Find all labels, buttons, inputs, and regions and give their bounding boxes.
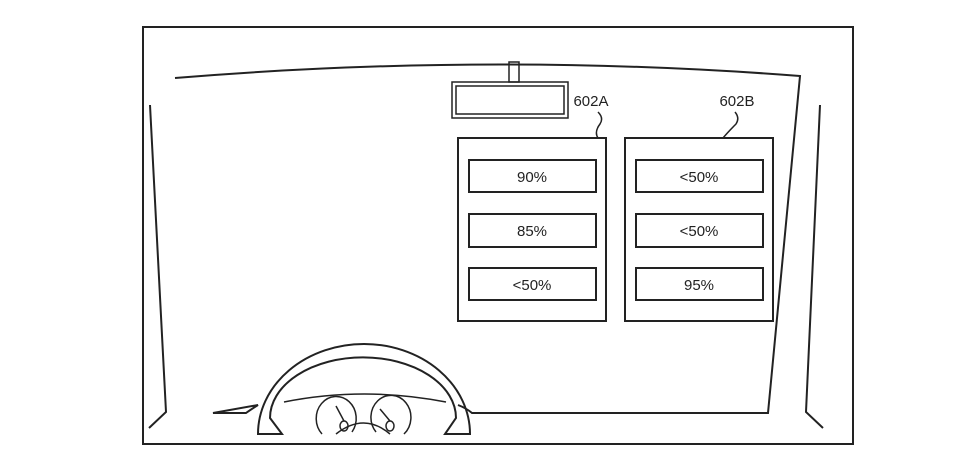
panel-label: 602B [719,93,754,110]
display-panel-602b: 602B <50% <50% 95% [624,93,774,322]
outer-frame [142,26,854,445]
windshield-outline [174,63,802,414]
steering-wheel [256,343,472,435]
readout-box [468,213,597,248]
left-pillar [148,104,168,429]
rearview-mirror [451,61,569,119]
readout-value: <50% [513,277,552,294]
display-panel-602a: 602A 90% 85% <50% [457,93,609,322]
readout-value: <50% [680,223,719,240]
readout-value: <50% [680,169,719,186]
leader-line [722,111,739,139]
readout-value: 95% [684,277,714,294]
panel-label: 602A [573,93,608,110]
readout-box [468,159,597,193]
readout-box [635,159,764,193]
instrument-gauges [315,394,412,435]
readout-box [635,267,764,301]
readout-box [635,213,764,248]
leader-line [595,111,603,139]
readout-value: 85% [517,223,547,240]
right-pillar [804,104,824,429]
readout-box [468,267,597,301]
readout-value: 90% [517,169,547,186]
